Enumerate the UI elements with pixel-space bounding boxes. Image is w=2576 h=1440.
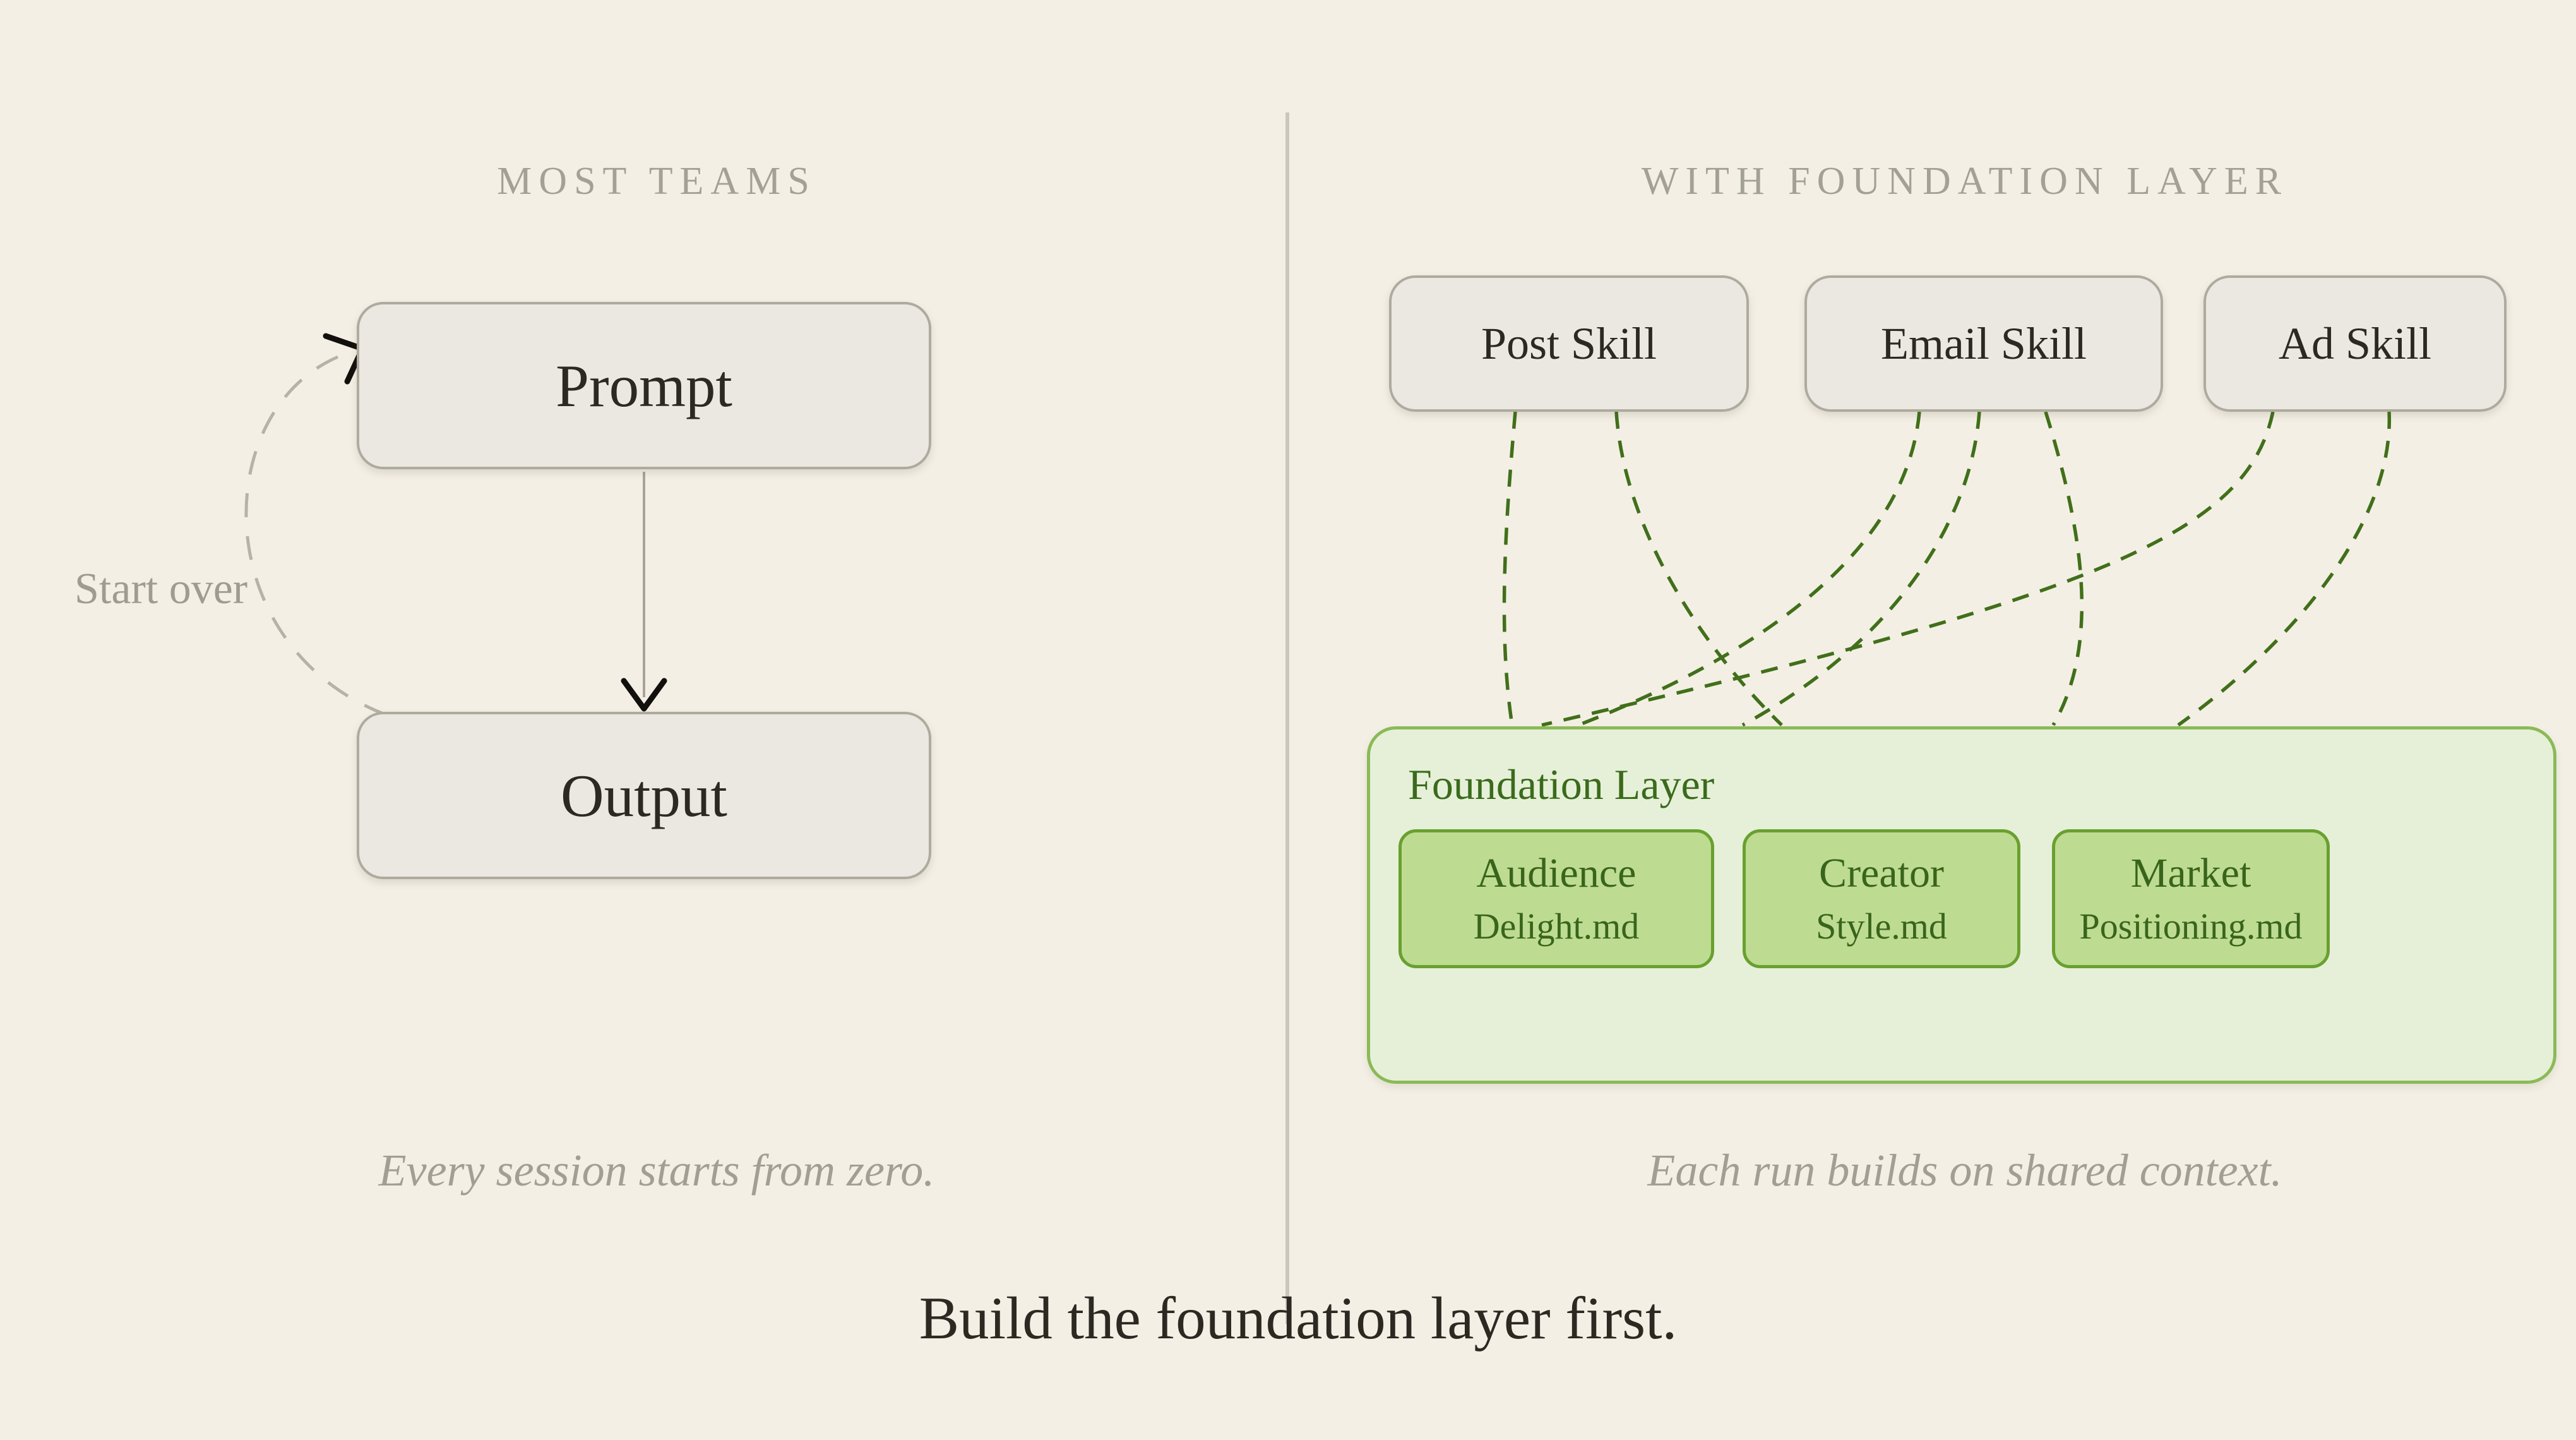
start-over-label: Start over [75, 565, 248, 613]
down-arrowhead-icon [621, 678, 667, 712]
output-box: Output [357, 712, 931, 879]
left-panel-title: MOST TEAMS [497, 160, 816, 203]
card-filename: Style.md [1816, 906, 1947, 947]
prompt-box: Prompt [357, 302, 931, 469]
connector-post-1 [1502, 411, 1517, 726]
headline: Build the foundation layer first. [919, 1285, 1678, 1352]
connector-post-2 [1614, 411, 1783, 726]
skill-box-ad: Ad Skill [2203, 275, 2507, 412]
connector-ad-1 [1541, 411, 2275, 727]
card-filename: Positioning.md [2079, 906, 2303, 947]
left-caption: Every session starts from zero. [378, 1145, 935, 1196]
right-caption: Each run builds on shared context. [1647, 1145, 2282, 1196]
connector-email-2 [1741, 411, 1981, 727]
prompt-label: Prompt [556, 352, 732, 419]
connector-email-3 [2044, 411, 2084, 726]
foundation-layer-box: Foundation Layer Audience Delight.md Cre… [1367, 726, 2556, 1084]
foundation-layer-label: Foundation Layer [1408, 760, 1715, 808]
card-filename: Delight.md [1473, 906, 1640, 947]
skill-label: Ad Skill [2278, 318, 2432, 369]
skill-box-post: Post Skill [1389, 275, 1749, 412]
connector-email-1 [1578, 411, 1921, 727]
foundation-card-market: Market Positioning.md [2052, 829, 2330, 968]
foundation-card-audience: Audience Delight.md [1398, 829, 1714, 968]
card-title: Market [2130, 850, 2251, 896]
skill-box-email: Email Skill [1804, 275, 2163, 412]
right-panel-title: WITH FOUNDATION LAYER [1641, 160, 2289, 203]
skill-label: Post Skill [1481, 318, 1657, 369]
foundation-card-creator: Creator Style.md [1743, 829, 2020, 968]
panel-divider [1285, 112, 1289, 1324]
output-label: Output [561, 762, 727, 829]
connector-ad-2 [2177, 411, 2391, 727]
card-title: Creator [1819, 850, 1944, 896]
card-title: Audience [1476, 850, 1637, 896]
skill-label: Email Skill [1880, 318, 2087, 369]
